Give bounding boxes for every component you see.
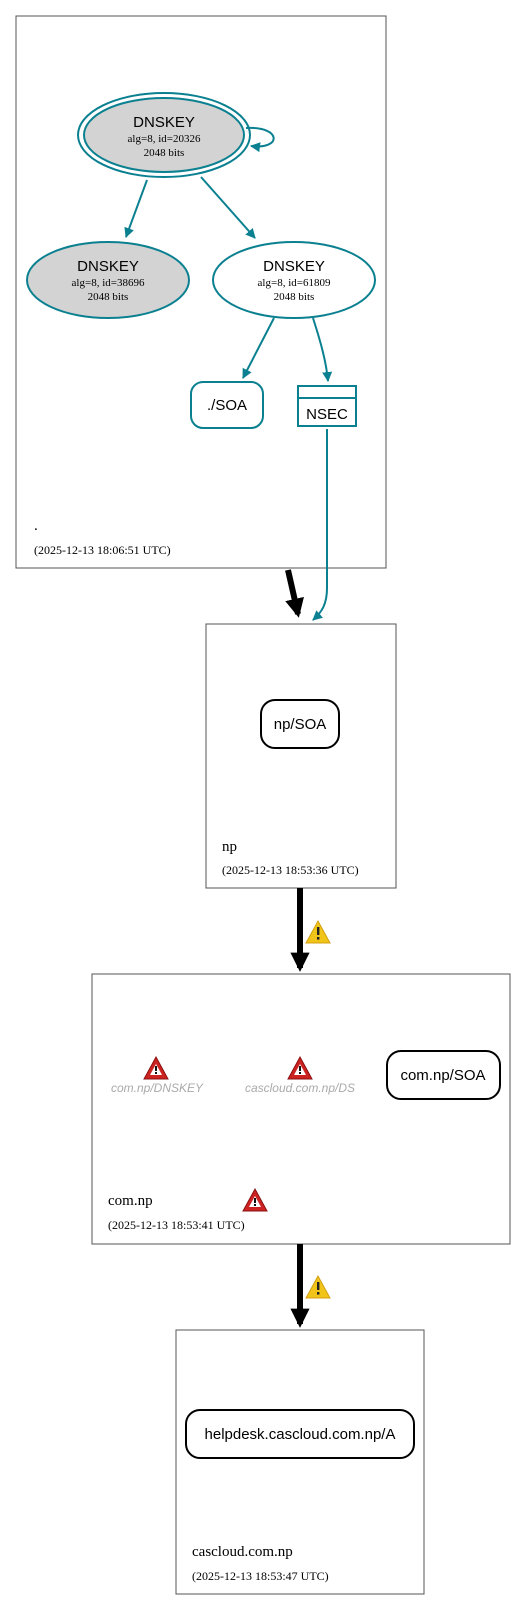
dnskey-title: DNSKEY: [77, 258, 139, 275]
missing-rrset-label: com.np/DNSKEY: [111, 1081, 204, 1095]
rrset-label: np/SOA: [274, 716, 327, 733]
zone-cascloud-timestamp: (2025-12-13 18:53:47 UTC): [192, 1569, 329, 1583]
zone-np-name: np: [222, 839, 237, 855]
np-soa-node[interactable]: np/SOA: [260, 699, 340, 749]
zone-cascloud: cascloud.com.np (2025-12-13 18:53:47 UTC…: [175, 1329, 425, 1595]
root-soa-node[interactable]: ./SOA: [190, 381, 264, 429]
error-triangle-icon: [287, 1055, 313, 1080]
dnskey-title: DNSKEY: [133, 114, 195, 131]
dnskey-node-38696[interactable]: DNSKEY alg=8, id=38696 2048 bits: [26, 241, 190, 319]
rrset-label: helpdesk.cascloud.com.np/A: [205, 1426, 396, 1443]
error-triangle-icon: [143, 1055, 169, 1080]
dnskey-node-61809[interactable]: DNSKEY alg=8, id=61809 2048 bits: [212, 241, 376, 319]
dnskey-node-20326[interactable]: DNSKEY alg=8, id=20326 2048 bits: [77, 92, 251, 178]
edge-nsec-to-np: [312, 429, 328, 621]
zone-com-np: com.np (2025-12-13 18:53:41 UTC): [91, 973, 511, 1245]
nsec-label: NSEC: [306, 406, 348, 423]
zone-com-np-name: com.np: [108, 1193, 153, 1209]
dnskey-title: DNSKEY: [263, 258, 325, 275]
dnskey-alg: alg=8, id=61809: [258, 277, 331, 289]
zone-root-name: .: [34, 518, 38, 534]
cascloud-ds-missing[interactable]: cascloud.com.np/DS: [245, 1055, 355, 1095]
helpdesk-a-node[interactable]: helpdesk.cascloud.com.np/A: [185, 1409, 415, 1459]
dnskey-bits: 2048 bits: [144, 147, 185, 159]
edge-ksk-to-38696: [124, 179, 148, 238]
zone-np: np (2025-12-13 18:53:36 UTC): [205, 623, 397, 889]
warning-triangle-icon[interactable]: [305, 919, 331, 944]
edge-ksk-to-61809: [200, 176, 256, 239]
delegation-root-to-np: [285, 569, 304, 618]
rrset-label: ./SOA: [207, 397, 247, 414]
edge-61809-to-soa: [242, 317, 275, 379]
root-nsec-node[interactable]: NSEC: [297, 385, 357, 427]
dnskey-alg: alg=8, id=20326: [128, 133, 201, 145]
dnskey-bits: 2048 bits: [274, 291, 315, 303]
missing-rrset-label: cascloud.com.np/DS: [245, 1081, 355, 1095]
zone-root: . (2025-12-13 18:06:51 UTC): [15, 15, 387, 569]
dnskey-bits: 2048 bits: [88, 291, 129, 303]
zone-com-np-timestamp: (2025-12-13 18:53:41 UTC): [108, 1218, 245, 1232]
edge-61809-to-nsec: [312, 317, 333, 382]
self-sign-edge: [245, 126, 275, 153]
warning-triangle-icon[interactable]: [305, 1274, 331, 1299]
rrset-label: com.np/SOA: [400, 1067, 485, 1084]
error-triangle-icon[interactable]: [242, 1187, 268, 1212]
com-np-soa-node[interactable]: com.np/SOA: [386, 1050, 501, 1100]
zone-root-timestamp: (2025-12-13 18:06:51 UTC): [34, 543, 171, 557]
zone-cascloud-name: cascloud.com.np: [192, 1544, 293, 1560]
com-np-dnskey-missing[interactable]: com.np/DNSKEY: [111, 1055, 204, 1095]
dnskey-alg: alg=8, id=38696: [72, 277, 145, 289]
zone-np-timestamp: (2025-12-13 18:53:36 UTC): [222, 863, 359, 877]
